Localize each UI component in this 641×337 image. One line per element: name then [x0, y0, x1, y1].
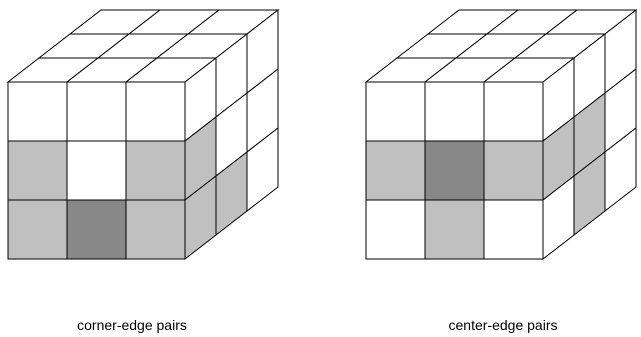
front-facelet-r1-c2	[66, 81, 127, 142]
caption-corner-edge-pairs: corner-edge pairs	[77, 317, 187, 333]
front-facelet-r1-c3	[483, 81, 544, 142]
caption-center-edge-pairs: center-edge pairs	[448, 317, 558, 333]
front-facelet-r2-c1	[365, 140, 426, 201]
cube-corner-edge-pairs	[6, 8, 280, 261]
front-facelet-r3-c3	[483, 199, 544, 260]
front-facelet-r1-c3	[125, 81, 186, 142]
front-facelet-r2-c2	[424, 140, 485, 201]
front-facelet-r3-c1	[7, 199, 68, 260]
cube-center-edge-pairs	[364, 8, 638, 261]
front-facelet-r1-c1	[365, 81, 426, 142]
front-facelet-r3-c3	[125, 199, 186, 260]
front-facelet-r1-c1	[7, 81, 68, 142]
front-facelet-r3-c2	[424, 199, 485, 260]
side-facelet-r3-c3	[604, 126, 637, 213]
front-facelet-r2-c2	[66, 140, 127, 201]
front-facelet-r2-c1	[7, 140, 68, 201]
side-facelet-r3-c3	[246, 126, 279, 213]
front-facelet-r2-c3	[483, 140, 544, 201]
front-facelet-r1-c2	[424, 81, 485, 142]
front-facelet-r3-c2	[66, 199, 127, 260]
front-facelet-r2-c3	[125, 140, 186, 201]
front-facelet-r3-c1	[365, 199, 426, 260]
